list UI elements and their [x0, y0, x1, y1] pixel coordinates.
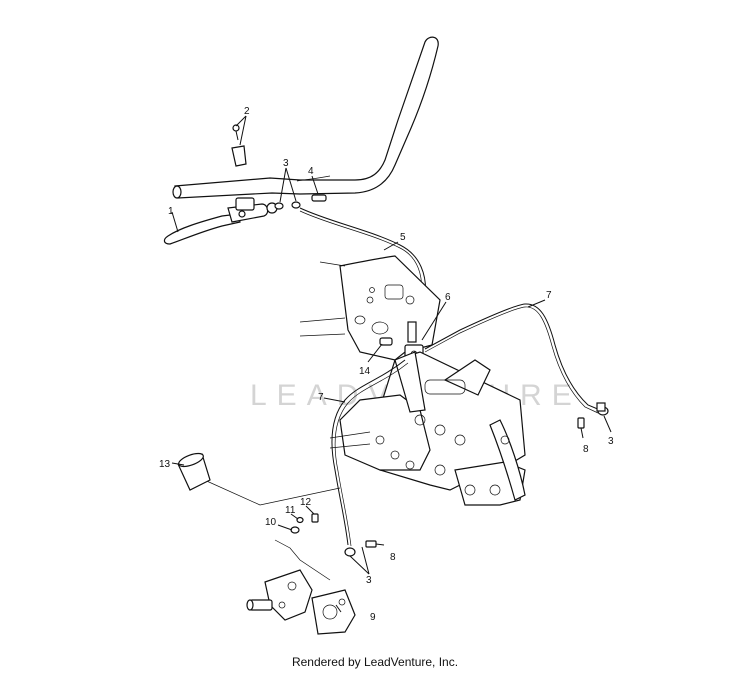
footer-credit: Rendered by LeadVenture, Inc. — [291, 655, 459, 669]
callout-1: 1 — [168, 206, 174, 217]
callout-11: 11 — [285, 505, 296, 516]
callout-4: 4 — [308, 166, 314, 177]
brake-line-5 — [299, 207, 427, 329]
callout-2: 2 — [244, 106, 250, 117]
callout-7-left: 7 — [318, 392, 324, 403]
hose-cover-13 — [177, 452, 211, 491]
brake-line-7-left — [331, 359, 406, 546]
brake-caliper-9 — [311, 589, 356, 635]
bolt-8-left — [365, 540, 385, 548]
callout-7-right: 7 — [546, 290, 552, 301]
banjo-bolt-right — [596, 402, 606, 412]
callout-13: 13 — [159, 459, 171, 470]
handlebar — [172, 36, 439, 199]
callout-6: 6 — [445, 292, 451, 303]
callout-12: 12 — [300, 497, 312, 508]
brake-lever-assembly — [163, 197, 278, 245]
fitting-14 — [367, 337, 393, 363]
callout-3-top: 3 — [283, 158, 289, 169]
callout-9: 9 — [370, 612, 376, 623]
callout-8-right: 8 — [583, 444, 589, 455]
callout-8-left: 8 — [390, 552, 396, 563]
callout-3-bottom: 3 — [366, 575, 372, 586]
hardware-10-11-12 — [274, 513, 331, 581]
callout-5: 5 — [400, 232, 406, 243]
callout-14: 14 — [359, 366, 371, 377]
brake-line-7-right — [424, 303, 601, 411]
callout-3-right: 3 — [608, 436, 614, 447]
banjo-hardware — [274, 194, 327, 210]
main-frame — [329, 351, 526, 506]
clamp-part — [231, 124, 247, 167]
callout-10: 10 — [265, 517, 277, 528]
bolt-8-right — [577, 417, 585, 439]
spindle-knuckle — [246, 569, 313, 621]
banjo-washer-left — [344, 547, 356, 557]
